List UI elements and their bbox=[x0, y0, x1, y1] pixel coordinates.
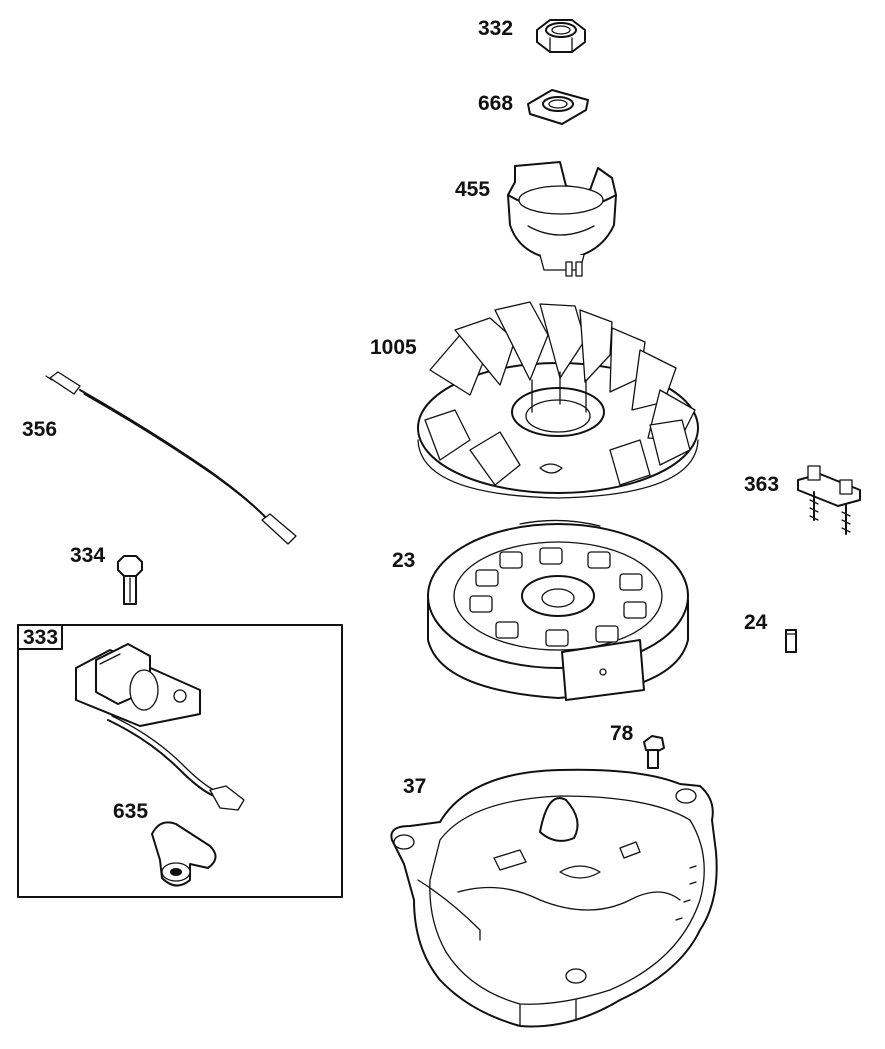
callout-23: 23 bbox=[392, 549, 415, 572]
part-23-rotor[interactable]: 23 bbox=[392, 519, 689, 701]
part-78-screw[interactable]: 78 bbox=[610, 722, 665, 769]
part-363-bracket[interactable]: 363 bbox=[744, 465, 861, 535]
part-37-blower-housing[interactable]: 37 bbox=[390, 768, 718, 1028]
callout-334: 334 bbox=[70, 544, 105, 567]
callout-37: 37 bbox=[403, 775, 426, 798]
part-356-ground-wire[interactable]: 356 bbox=[22, 371, 297, 545]
part-455-starter-cup[interactable]: 455 bbox=[455, 161, 617, 277]
part-333-label-box bbox=[17, 624, 63, 650]
part-333-ignition-armature[interactable]: 333 635 bbox=[17, 624, 343, 898]
callout-333: 333 bbox=[23, 626, 58, 649]
callout-24: 24 bbox=[744, 611, 768, 634]
callout-332: 332 bbox=[478, 17, 513, 40]
part-668-washer[interactable]: 668 bbox=[478, 89, 589, 125]
callout-635: 635 bbox=[113, 800, 148, 823]
part-24-key[interactable]: 24 bbox=[744, 611, 797, 653]
callout-363: 363 bbox=[744, 473, 779, 496]
callout-668: 668 bbox=[478, 92, 513, 115]
callout-1005: 1005 bbox=[370, 336, 417, 359]
part-1005-flywheel[interactable]: 1005 bbox=[370, 301, 699, 499]
callout-455: 455 bbox=[455, 178, 490, 201]
part-334-bolt[interactable]: 334 bbox=[70, 544, 143, 605]
part-333-frame bbox=[17, 624, 343, 898]
part-332-hex-nut[interactable]: 332 bbox=[478, 17, 586, 53]
callout-78: 78 bbox=[610, 722, 634, 745]
callout-356: 356 bbox=[22, 418, 57, 441]
